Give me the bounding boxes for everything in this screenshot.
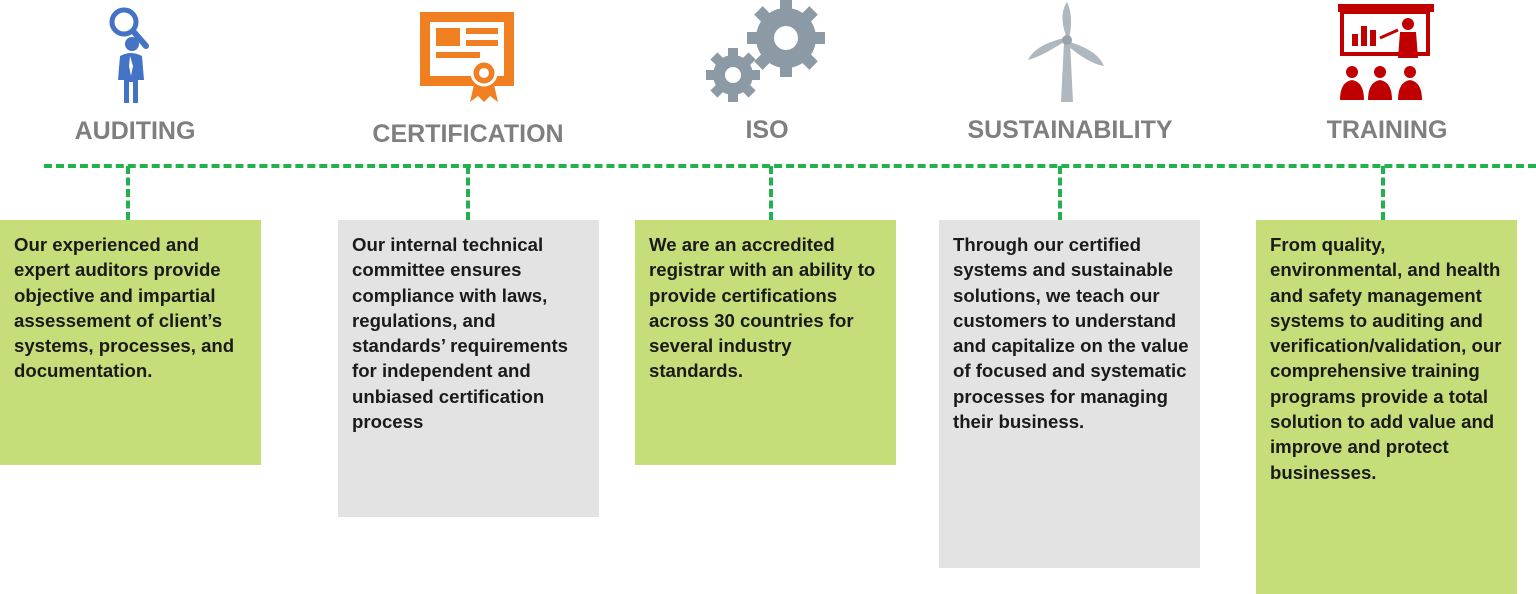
training-presentation-icon [1338, 4, 1434, 100]
title-auditing: AUDITING [74, 117, 196, 145]
title-training: TRAINING [1326, 116, 1448, 144]
timeline-connector [769, 166, 773, 220]
timeline-connector [466, 166, 470, 220]
title-iso: ISO [745, 116, 789, 144]
gears-icon [706, 0, 825, 102]
timeline-connector [1381, 166, 1385, 220]
timeline-connector [1058, 166, 1062, 220]
description-box-training: From quality, environmental, and health … [1256, 220, 1517, 594]
auditor-magnifier-icon [109, 7, 149, 103]
timeline-connector [126, 166, 130, 220]
certificate-icon [420, 12, 514, 102]
description-box-iso: We are an accredited registrar with an a… [635, 220, 896, 465]
wind-turbine-icon [1028, 2, 1104, 102]
description-box-certification: Our internal technical committee ensures… [338, 220, 599, 517]
title-sustainability: SUSTAINABILITY [967, 116, 1173, 144]
description-box-auditing: Our experienced and expert auditors prov… [0, 220, 261, 465]
description-box-sustainability: Through our certified systems and sustai… [939, 220, 1200, 568]
timeline-dashed-line [44, 164, 1536, 168]
title-certification: CERTIFICATION [372, 120, 564, 148]
